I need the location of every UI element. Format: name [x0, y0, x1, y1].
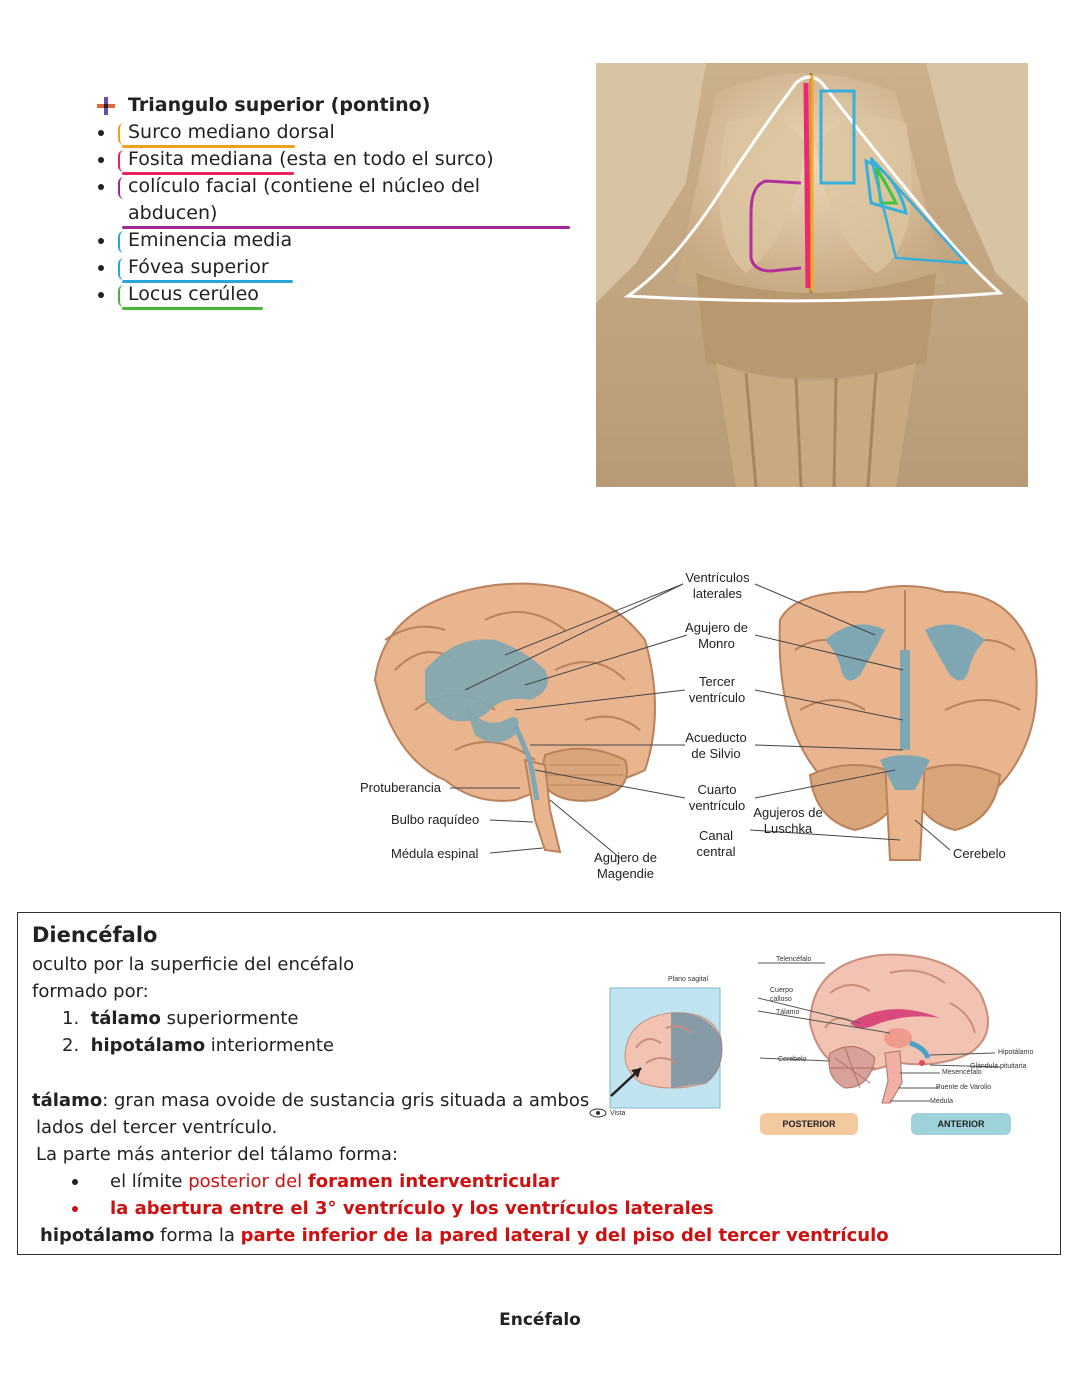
plus-icon: [97, 96, 115, 115]
label-medula-espinal: Médula espinal: [391, 846, 479, 861]
label-bulbo-raquideo: Bulbo raquídeo: [391, 812, 480, 827]
list-item: colículo facial (contiene el núcleo del …: [96, 173, 570, 229]
label-hipotalamo: Hipotálamo: [998, 1049, 1034, 1056]
midsagittal-illustration: Telencéfalo Cuerpo calloso Tálamo Cerebe…: [750, 943, 1050, 1133]
label-cerebelo: Cerebelo: [953, 846, 1006, 861]
lateral-brain-illustration: [373, 582, 656, 854]
section-title: Diencéfalo: [32, 923, 158, 947]
talamo-definition: tálamo: gran masa ovoide de sustancia gr…: [32, 1090, 889, 1246]
list-item: el límite posterior del foramen interven…: [32, 1168, 889, 1195]
label-tercer-ventriculo: Tercer ventrículo: [688, 674, 746, 705]
frontal-brain-illustration: [778, 585, 1038, 861]
anterior-badge: ANTERIOR: [911, 1113, 1011, 1135]
ventricle-figure: Ventrículos laterales Agujero de Monro T…: [355, 560, 1045, 890]
label-telencefalo: Telencéfalo: [776, 956, 812, 963]
label-agujero-monro: Agujero de Monro: [685, 620, 748, 651]
label-puente-varolio: Puente de Varolio: [936, 1084, 992, 1091]
label-ventriculos-laterales: Ventrículos laterales: [685, 570, 750, 601]
list-item: Eminencia media: [96, 227, 566, 254]
label-agujero-magendie: Agujero de Magendie: [594, 850, 657, 881]
list-item: 1. tálamo superiormente: [62, 1008, 299, 1029]
label-mesencefalo: Mesencéfalo: [942, 1069, 982, 1076]
list-item: Surco mediano dorsal: [96, 119, 566, 148]
label-plano-sagital: Plano sagital: [668, 976, 709, 983]
label-talamo: Tálamo: [776, 1009, 800, 1016]
brainstem-photo: [596, 63, 1028, 487]
posterior-badge: POSTERIOR: [760, 1113, 858, 1135]
diencefalo-section: Diencéfalo oculto por la superficie del …: [17, 912, 1061, 1255]
label-cerebelo: Cerebelo: [778, 1056, 807, 1063]
label-glandula-pituitaria: Glándula pituitaria: [970, 1063, 1027, 1070]
label-agujeros-luschka: Agujeros de Luschka: [753, 805, 823, 836]
label-cuerpo-calloso: Cuerpo calloso: [770, 987, 793, 1003]
triangle-section: Triangulo superior (pontino) Surco media…: [96, 92, 570, 310]
list-item: la abertura entre el 3° ventrículo y los…: [32, 1195, 889, 1222]
dien-intro: oculto por la superficie del encéfalo fo…: [32, 951, 354, 1059]
label-protuberancia: Protuberancia: [360, 780, 441, 795]
list-item: Fosita mediana (esta en todo el surco): [96, 146, 566, 175]
label-acueducto-silvio: Acueducto de Silvio: [685, 730, 747, 761]
label-medula: Médula: [930, 1098, 953, 1105]
label-vista: Vista: [610, 1110, 626, 1117]
list-item: 2. hipotálamo interiormente: [62, 1035, 334, 1056]
triangle-heading: Triangulo superior (pontino): [96, 92, 566, 119]
label-cuarto-ventriculo: Cuarto ventrículo: [688, 782, 746, 813]
sagittal-plane-illustration: Plano sagital Vista: [586, 968, 736, 1128]
list-item: Locus cerúleo: [96, 281, 566, 310]
list-item: Fóvea superior: [96, 254, 566, 283]
page-footer-title: Encéfalo: [499, 1310, 581, 1330]
label-canal-central: Canal central: [696, 828, 736, 859]
